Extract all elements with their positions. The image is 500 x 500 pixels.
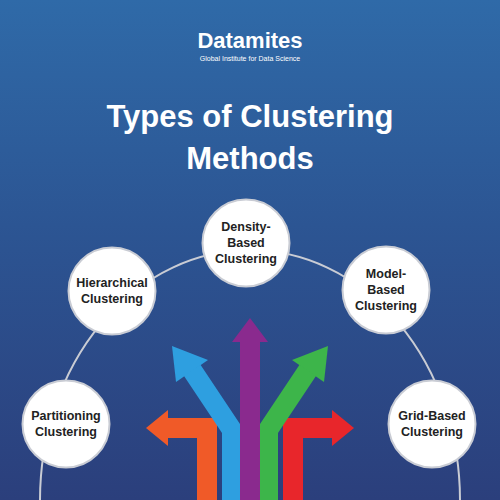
brand-logo: Datamites: [0, 28, 500, 54]
guide-arc: [40, 250, 460, 500]
method-label: Hierarchical Clustering: [75, 275, 149, 307]
method-circle: Partitioning Clustering: [21, 379, 111, 469]
method-circle: Hierarchical Clustering: [67, 246, 157, 336]
arrow-purple: [232, 318, 268, 500]
arrow-red: [293, 410, 354, 500]
title: Types of Clustering Methods: [90, 96, 410, 180]
arrow-blue: [172, 346, 232, 500]
method-circle: Density- Based Clustering: [201, 198, 291, 288]
arrow-orange: [146, 410, 207, 500]
method-label: Model- Based Clustering: [349, 266, 423, 314]
circle-outline: [387, 379, 477, 469]
brand-tagline: Global Institute for Data Science: [0, 55, 500, 62]
method-label: Density- Based Clustering: [209, 219, 283, 267]
method-label: Partitioning Clustering: [29, 408, 103, 440]
circle-outline: [21, 379, 111, 469]
circle-outline: [67, 246, 157, 336]
method-label: Grid-Based Clustering: [395, 408, 469, 440]
arrow-green: [268, 346, 328, 500]
method-circle: Grid-Based Clustering: [387, 379, 477, 469]
method-circle: Model- Based Clustering: [341, 245, 431, 335]
